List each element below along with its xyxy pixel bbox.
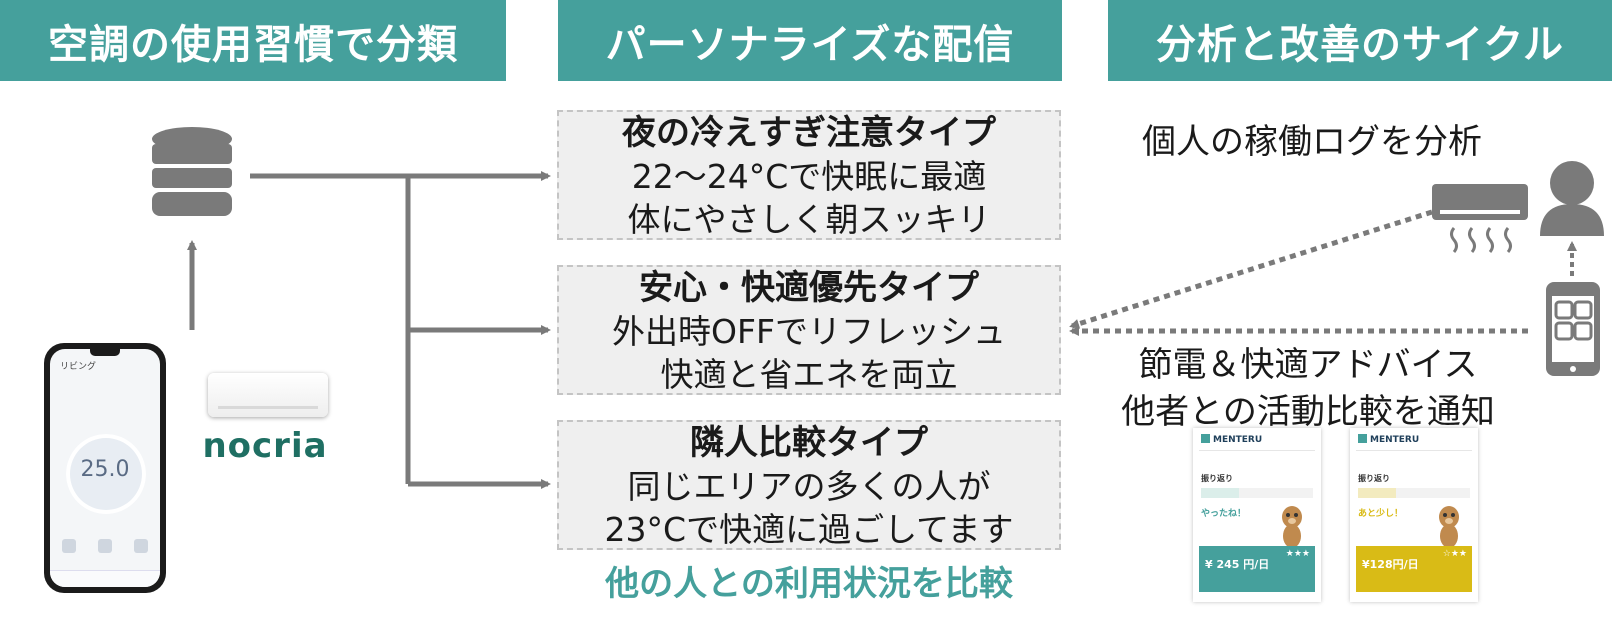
phone-notch (90, 349, 120, 356)
card-line: 体にやさしく朝スッキリ (627, 200, 991, 239)
database-icon (152, 127, 232, 216)
phone-tabbar (50, 570, 160, 587)
advice-line: 他者との活動比較を通知 (1121, 392, 1495, 432)
card-title: 隣人比較タイプ (690, 423, 928, 463)
phone-controls (62, 539, 148, 553)
rating-stars: ☆★★ (1442, 549, 1467, 559)
app-brand: MENTERU (1358, 434, 1419, 445)
rating-stars: ★★★ (1285, 549, 1310, 559)
card-title: 安心・快適優先タイプ (639, 268, 979, 308)
header-personalize: パーソナライズな配信 (558, 0, 1062, 81)
card-line: 同じエリアの多くの人が (627, 467, 991, 506)
phone-room-label: リビング (60, 362, 97, 372)
app-brand: MENTERU (1201, 434, 1262, 445)
savings-amount: ¥128円/日 (1362, 558, 1419, 571)
app-message: やったね！ (1201, 509, 1247, 519)
analyze-log-text: 個人の稼働ログを分析 (1142, 122, 1482, 162)
card-line: 快適と省エネを両立 (660, 355, 958, 394)
type-card-neighbor: 隣人比較タイプ 同じエリアの多くの人が 23°Cで快適に過ごしてます (557, 420, 1061, 550)
app-tabs (1201, 488, 1313, 498)
dotted-arrow-aircon (1069, 209, 1433, 329)
smartphone-mockup: リビング 25.0 (44, 343, 166, 593)
phone-screen: リビング 25.0 (50, 349, 160, 587)
type-card-comfort: 安心・快適優先タイプ 外出時OFFでリフレッシュ 快適と省エネを両立 (557, 265, 1061, 395)
app-section-title: 振り返り (1358, 474, 1390, 483)
mascot-icon (1282, 506, 1302, 548)
nocria-logo: nocria (202, 426, 328, 466)
savings-amount: ¥ 245 円/日 (1205, 558, 1270, 571)
app-tabs (1358, 488, 1470, 498)
compare-footnote: 他の人との利用状況を比較 (605, 564, 1013, 604)
card-line: 23°Cで快適に過ごしてます (604, 510, 1014, 549)
phone-temp-dial (66, 434, 146, 514)
type-card-night: 夜の冷えすぎ注意タイプ 22〜24°Cで快眠に最適 体にやさしく朝スッキリ (557, 110, 1061, 240)
card-line: 外出時OFFでリフレッシュ (612, 312, 1006, 351)
card-title: 夜の冷えすぎ注意タイプ (622, 113, 996, 153)
person-icon (1540, 161, 1604, 236)
app-section-title: 振り返り (1201, 474, 1233, 483)
app-screenshot-almost: MENTERU 振り返り あと少し！ ¥128円/日 ☆★★ (1350, 428, 1478, 602)
aircon-icon (1432, 184, 1528, 253)
app-screenshot-good: MENTERU 振り返り やったね！ ¥ 245 円/日 ★★★ (1193, 428, 1321, 602)
card-line: 22〜24°Cで快眠に最適 (631, 157, 987, 196)
aircon-unit-image (208, 373, 328, 417)
app-message: あと少し！ (1358, 509, 1404, 519)
header-cycle: 分析と改善のサイクル (1108, 0, 1612, 81)
phone-temp-value: 25.0 (80, 457, 130, 482)
smartphone-app-icon (1546, 282, 1600, 376)
mascot-icon (1439, 506, 1459, 548)
savings-panel: ¥128円/日 ☆★★ (1356, 546, 1472, 592)
header-classify: 空調の使用習慣で分類 (0, 0, 506, 81)
advice-text: 節電＆快適アドバイス 他者との活動比較を通知 (1108, 342, 1508, 436)
advice-line: 節電＆快適アドバイス (1138, 345, 1478, 385)
savings-panel: ¥ 245 円/日 ★★★ (1199, 546, 1315, 592)
